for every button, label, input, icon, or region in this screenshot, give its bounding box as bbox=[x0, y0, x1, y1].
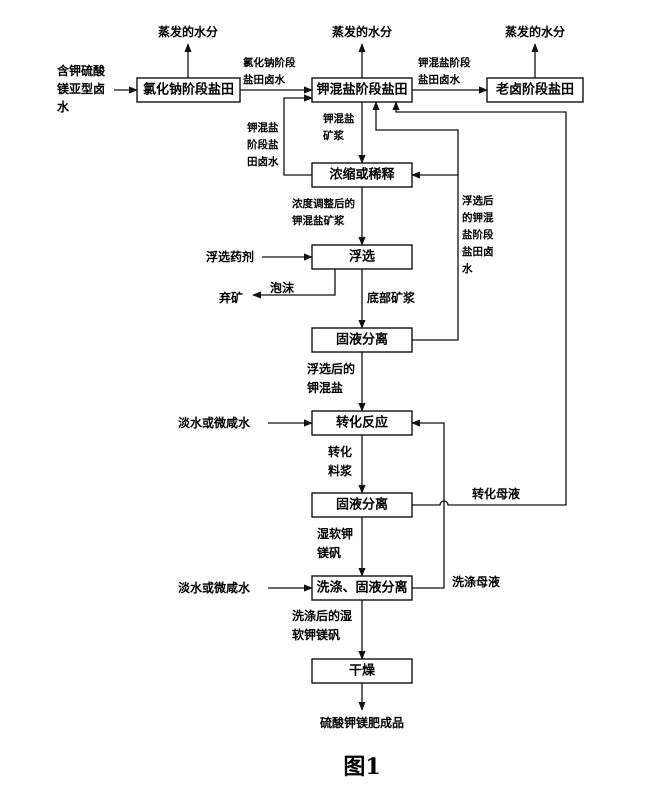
svg-text:浮选后的: 浮选后的 bbox=[307, 361, 355, 376]
svg-text:钾混盐: 钾混盐 bbox=[323, 112, 355, 125]
svg-text:镁矾: 镁矾 bbox=[317, 545, 341, 560]
svg-text:镁亚型卤: 镁亚型卤 bbox=[57, 81, 105, 96]
svg-text:浓度调整后的: 浓度调整后的 bbox=[292, 197, 355, 210]
label-feed: 含钾硫酸 镁亚型卤 水 bbox=[57, 63, 106, 114]
label-foam: 泡沫 bbox=[270, 280, 295, 295]
box-solid-liquid-sep-1: 固液分离 bbox=[311, 327, 413, 353]
label-nacl-brine: 氯化钠阶段 盐田卤水 bbox=[243, 56, 296, 86]
svg-text:湿软钾: 湿软钾 bbox=[317, 526, 353, 541]
svg-text:盐阶段: 盐阶段 bbox=[462, 228, 494, 241]
label-conversion-slurry: 转化 料浆 bbox=[328, 444, 353, 478]
label-washed-schoenite: 洗涤后的湿 软钾镁矾 bbox=[292, 608, 352, 642]
svg-text:盐田卤水: 盐田卤水 bbox=[418, 73, 460, 86]
svg-text:田卤水: 田卤水 bbox=[247, 155, 279, 168]
label-wash-mother: 洗涤母液 bbox=[452, 574, 500, 589]
box-sep2-label: 固液分离 bbox=[336, 497, 388, 513]
figure-caption: 图1 bbox=[343, 754, 380, 780]
label-kmix-brine: 钾混盐阶段 盐田卤水 bbox=[418, 56, 471, 86]
box-flotation: 浮选 bbox=[311, 244, 413, 270]
label-flotation-return: 浮选后 的钾混 盐阶段 盐田卤 水 bbox=[461, 194, 494, 275]
box-conc-label: 浓缩或稀释 bbox=[329, 167, 395, 183]
svg-text:软钾镁矾: 软钾镁矾 bbox=[292, 627, 340, 642]
label-kmix-slurry: 钾混盐 矿浆 bbox=[323, 112, 355, 142]
box-conv-label: 转化反应 bbox=[336, 415, 388, 431]
svg-text:氯化钠阶段: 氯化钠阶段 bbox=[243, 56, 296, 69]
svg-text:洗涤后的湿: 洗涤后的湿 bbox=[292, 608, 352, 623]
label-water-2: 淡水或微咸水 bbox=[178, 580, 251, 595]
arrow-conc-return-to-kmix bbox=[283, 94, 313, 176]
box-conversion-reaction: 转化反应 bbox=[311, 410, 413, 436]
svg-text:水: 水 bbox=[461, 262, 473, 275]
svg-text:浮选后: 浮选后 bbox=[462, 194, 494, 207]
box-wash-label: 洗涤、固液分离 bbox=[316, 580, 407, 596]
arrow-mother-liquor-return bbox=[392, 101, 567, 506]
label-mother-liquor: 转化母液 bbox=[472, 486, 520, 501]
svg-text:盐田卤: 盐田卤 bbox=[462, 245, 494, 258]
box-solid-liquid-sep-2: 固液分离 bbox=[311, 492, 413, 518]
box-nacl-label: 氯化钠阶段盐田 bbox=[143, 82, 234, 98]
box-sep1-label: 固液分离 bbox=[336, 332, 388, 348]
arrow-sep1-return-to-kmix bbox=[372, 101, 459, 341]
svg-text:的钾混: 的钾混 bbox=[462, 211, 494, 224]
label-adjusted-slurry: 浓度调整后的 钾混盐矿浆 bbox=[292, 197, 355, 227]
label-evap-2: 蒸发的水分 bbox=[332, 24, 392, 39]
svg-text:含钾硫酸: 含钾硫酸 bbox=[57, 63, 106, 78]
svg-text:钾混盐: 钾混盐 bbox=[307, 380, 343, 395]
box-kmix-label: 钾混盐阶段盐田 bbox=[316, 82, 407, 98]
label-product: 硫酸钾镁肥成品 bbox=[320, 715, 404, 730]
label-wet-schoenite: 湿软钾 镁矾 bbox=[317, 526, 353, 560]
svg-text:阶段盐: 阶段盐 bbox=[247, 138, 279, 151]
label-evap-3: 蒸发的水分 bbox=[505, 24, 565, 39]
label-evap-1: 蒸发的水分 bbox=[158, 24, 218, 39]
svg-text:转化: 转化 bbox=[328, 444, 352, 459]
svg-text:矿浆: 矿浆 bbox=[323, 129, 344, 142]
svg-text:钾混盐: 钾混盐 bbox=[247, 121, 279, 134]
arrow-wash-mother-to-conv bbox=[411, 419, 445, 589]
box-old-brine-pond: 老卤阶段盐田 bbox=[486, 77, 584, 103]
box-flot-label: 浮选 bbox=[349, 249, 375, 265]
box-old-label: 老卤阶段盐田 bbox=[495, 82, 574, 98]
box-wash-separation: 洗涤、固液分离 bbox=[311, 575, 413, 601]
box-concentrate-dilute: 浓缩或稀释 bbox=[311, 162, 413, 188]
svg-text:钾混盐矿浆: 钾混盐矿浆 bbox=[292, 214, 345, 227]
label-reagent: 浮选药剂 bbox=[206, 249, 254, 264]
box-kmix-stage-pond: 钾混盐阶段盐田 bbox=[311, 77, 413, 103]
label-bottom-slurry: 底部矿浆 bbox=[367, 290, 416, 305]
box-dry-label: 干燥 bbox=[349, 663, 376, 679]
box-nacl-stage-pond: 氯化钠阶段盐田 bbox=[136, 77, 241, 103]
box-drying: 干燥 bbox=[311, 658, 413, 684]
label-after-flotation: 浮选后的 钾混盐 bbox=[307, 361, 355, 395]
label-waste: 弃矿 bbox=[219, 290, 243, 305]
arrow-foam-waste bbox=[252, 269, 336, 299]
label-water-1: 淡水或微咸水 bbox=[178, 415, 251, 430]
svg-text:料浆: 料浆 bbox=[328, 463, 353, 478]
svg-text:盐田卤水: 盐田卤水 bbox=[243, 73, 285, 86]
label-kmix-return: 钾混盐 阶段盐 田卤水 bbox=[247, 121, 279, 168]
svg-text:钾混盐阶段: 钾混盐阶段 bbox=[418, 56, 471, 69]
svg-text:水: 水 bbox=[57, 99, 70, 114]
